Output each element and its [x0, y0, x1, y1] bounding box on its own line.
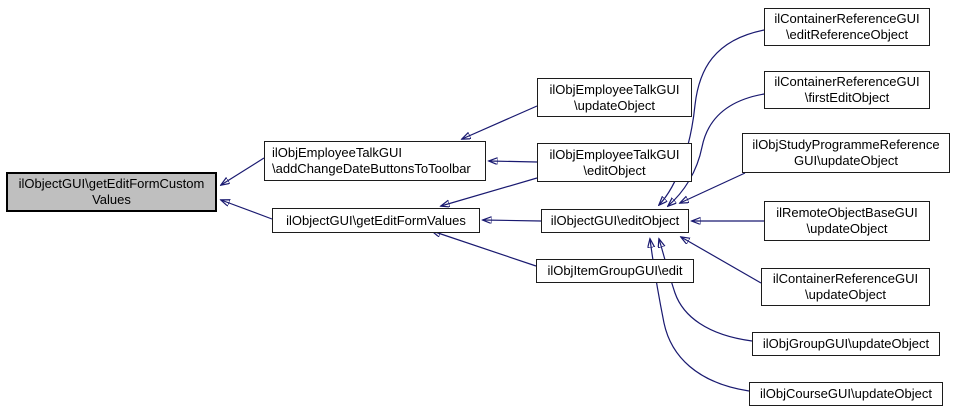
node-getEditFormCustomValues[interactable]: ilObjectGUI\getEditFormCustom Values	[6, 172, 217, 212]
node-label-line: ilContainerReferenceGUI	[774, 11, 920, 26]
node-label-line: ilContainerReferenceGUI	[774, 74, 920, 89]
node-remoteObjectBase-updateObject[interactable]: ilRemoteObjectBaseGUI \updateObject	[764, 201, 930, 241]
node-label-line: \updateObject	[806, 221, 888, 236]
node-objectGui-editObject[interactable]: ilObjectGUI\editObject	[541, 209, 689, 233]
node-label-line: ilObjEmployeeTalkGUI	[549, 81, 680, 97]
node-label-line: ilObjectGUI\getEditFormValues	[286, 212, 466, 228]
node-employeeTalk-updateObject[interactable]: ilObjEmployeeTalkGUI \updateObject	[537, 78, 692, 117]
edge-addChangeDate-to-getEditFormCustomValues	[221, 157, 265, 185]
edge-objectGuiEditObject-to-getEditFormValues	[483, 220, 542, 221]
node-containerRef-firstEditObject[interactable]: ilContainerReferenceGUI \firstEditObject	[764, 71, 930, 109]
edge-employeeTalkEditObject-to-getEditFormValues	[441, 177, 538, 206]
edge-studyProgramme-to-editObject	[680, 172, 746, 203]
node-label-line: ilObjGroupGUI\updateObject	[762, 336, 930, 351]
node-label-line: ilObjectGUI\editObject	[550, 213, 680, 228]
node-label-line: ilObjectGUI\getEditFormCustom	[18, 176, 205, 191]
node-label-line: \editObject	[583, 162, 646, 178]
node-containerRef-editReferenceObject[interactable]: ilContainerReferenceGUI \editReferenceOb…	[764, 8, 930, 46]
node-label-line: Values	[92, 192, 131, 207]
node-label-line: ilRemoteObjectBaseGUI	[776, 205, 918, 220]
node-label-line: GUI\updateObject	[793, 153, 899, 168]
node-studyProgramme-updateObject[interactable]: ilObjStudyProgrammeReference GUI\updateO…	[742, 133, 950, 173]
node-label-line: \firstEditObject	[804, 90, 890, 105]
edge-itemGroupEdit-to-getEditFormValues	[432, 231, 537, 267]
node-label-line: \updateObject	[574, 97, 655, 113]
edge-employeeTalkUpdateObject-to-addChangeDate	[462, 105, 538, 139]
node-label-line: \editReferenceObject	[785, 27, 909, 42]
node-employeeTalk-editObject[interactable]: ilObjEmployeeTalkGUI \editObject	[537, 143, 692, 182]
node-course-updateObject[interactable]: ilObjCourseGUI\updateObject	[749, 382, 943, 406]
node-label-line: ilObjItemGroupGUI\edit	[547, 263, 683, 278]
node-label-line: \updateObject	[805, 287, 886, 302]
node-label-line: ilObjEmployeeTalkGUI	[549, 146, 680, 162]
node-label-line: ilObjStudyProgrammeReference	[752, 137, 940, 152]
node-label-line: \addChangeDateButtonsToToolbar	[272, 161, 471, 176]
node-label-line: ilObjEmployeeTalkGUI	[272, 145, 403, 160]
node-itemGroup-edit[interactable]: ilObjItemGroupGUI\edit	[536, 259, 694, 283]
node-group-updateObject[interactable]: ilObjGroupGUI\updateObject	[752, 332, 940, 356]
node-label-line: ilContainerReferenceGUI	[772, 271, 919, 286]
node-label-line: ilObjCourseGUI\updateObject	[760, 386, 932, 401]
edge-firstEditObject-to-editObject	[668, 93, 765, 206]
node-containerRef-updateObject[interactable]: ilContainerReferenceGUI \updateObject	[761, 268, 930, 306]
edge-containerRefUpdateObject-to-editObject	[681, 237, 762, 284]
node-addChangeDateButtonsToToolbar[interactable]: ilObjEmployeeTalkGUI \addChangeDateButto…	[264, 141, 486, 181]
node-getEditFormValues[interactable]: ilObjectGUI\getEditFormValues	[272, 208, 480, 233]
edge-getEditFormValues-to-getEditFormCustomValues	[221, 200, 273, 220]
edge-groupUpdateObject-to-editObject	[659, 239, 753, 342]
edge-employeeTalkEditObject-to-addChangeDate	[489, 161, 538, 162]
